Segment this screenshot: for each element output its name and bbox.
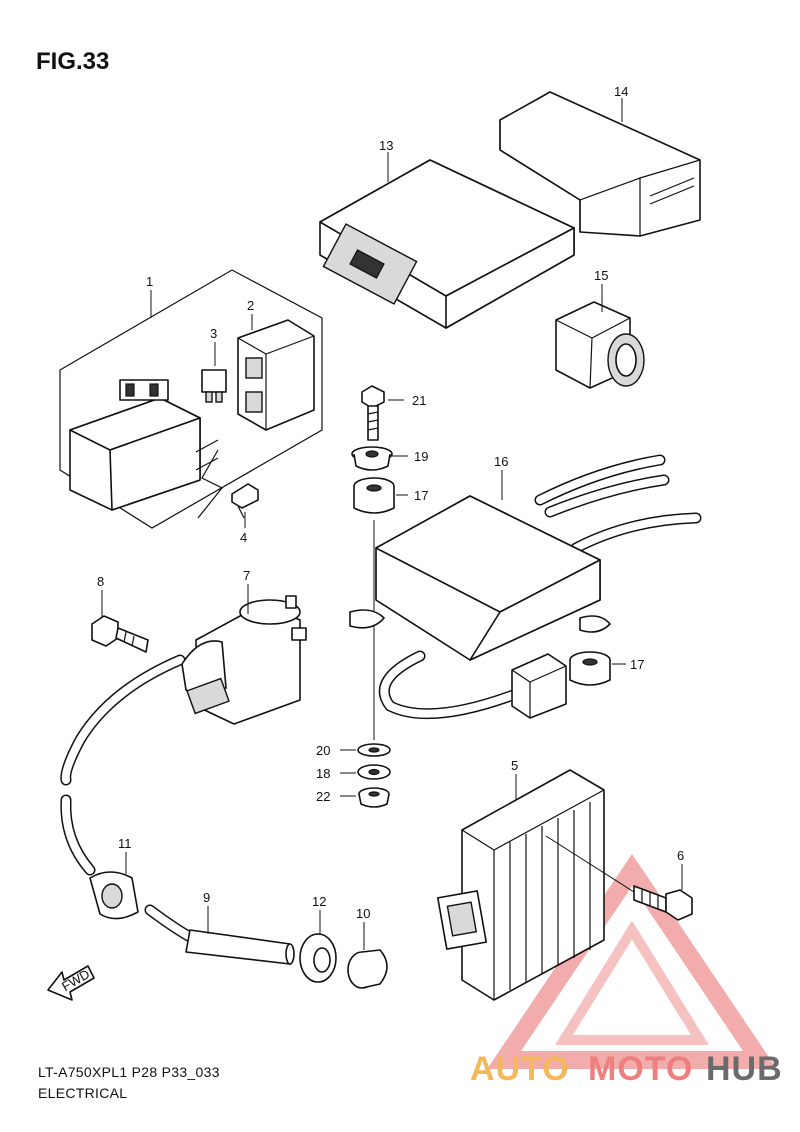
part-12-grommet <box>299 933 337 983</box>
part-7-ignition-coil <box>60 595 307 786</box>
callout-11: 11 <box>118 836 132 851</box>
part-6-bolt <box>545 835 693 921</box>
part-4-screw <box>231 483 259 519</box>
part-21-bolt <box>361 385 385 441</box>
callout-19: 19 <box>414 449 428 464</box>
watermark-text-auto: AUTO <box>470 1050 570 1088</box>
part-22-nut <box>358 787 390 808</box>
callout-21: 21 <box>412 393 426 408</box>
part-9-high-tension-lead <box>60 794 295 965</box>
part-16-control-module <box>349 454 702 720</box>
part-3-fuse <box>201 369 227 403</box>
part-17-grommet-upper <box>353 477 395 514</box>
callout-16: 16 <box>494 454 508 469</box>
part-20-washer <box>357 743 391 757</box>
fwd-arrow: FWD <box>47 965 95 1001</box>
callout-17-lower: 17 <box>630 657 644 672</box>
callout-5: 5 <box>511 758 518 773</box>
callout-labels: 1 2 3 4 13 14 15 21 19 17 16 17 7 8 20 1… <box>97 84 684 921</box>
part-1-relay-assembly <box>59 269 323 529</box>
callout-20: 20 <box>316 743 330 758</box>
part-11-cap <box>89 871 139 920</box>
part-13-ecm <box>319 159 575 329</box>
part-14-ecm-cover <box>499 91 701 237</box>
callout-22: 22 <box>316 789 330 804</box>
watermark-text-hub: HUB <box>706 1050 783 1088</box>
callout-10: 10 <box>356 906 370 921</box>
callout-3: 3 <box>210 326 217 341</box>
part-8-bolt <box>91 615 149 653</box>
callout-18: 18 <box>316 766 330 781</box>
callout-13: 13 <box>379 138 393 153</box>
figure-title: FIG.33 <box>36 48 110 75</box>
part-19-collar <box>351 446 393 471</box>
callout-4: 4 <box>240 530 247 545</box>
part-2-fuse-holder <box>237 319 315 431</box>
callout-8: 8 <box>97 574 104 589</box>
callout-leaders <box>101 98 683 950</box>
part-15-connector <box>555 301 645 389</box>
callout-2: 2 <box>247 298 254 313</box>
callout-9: 9 <box>203 890 210 905</box>
callout-12: 12 <box>312 894 326 909</box>
callout-6: 6 <box>677 848 684 863</box>
section-label: ELECTRICAL <box>38 1085 128 1101</box>
callout-7: 7 <box>243 568 250 583</box>
part-17-grommet-lower <box>569 651 611 686</box>
watermark-text-moto: MOTO <box>588 1050 694 1088</box>
callout-1: 1 <box>146 274 153 289</box>
part-18-washer <box>357 764 391 780</box>
callout-17-upper: 17 <box>414 488 428 503</box>
part-10-sleeve <box>347 949 388 989</box>
diagram-code: LT-A750XPL1 P28 P33_033 <box>38 1064 220 1080</box>
part-5-regulator-rectifier <box>436 769 605 1001</box>
callout-15: 15 <box>594 268 608 283</box>
callout-14: 14 <box>614 84 628 99</box>
watermark-logo <box>487 853 777 1069</box>
